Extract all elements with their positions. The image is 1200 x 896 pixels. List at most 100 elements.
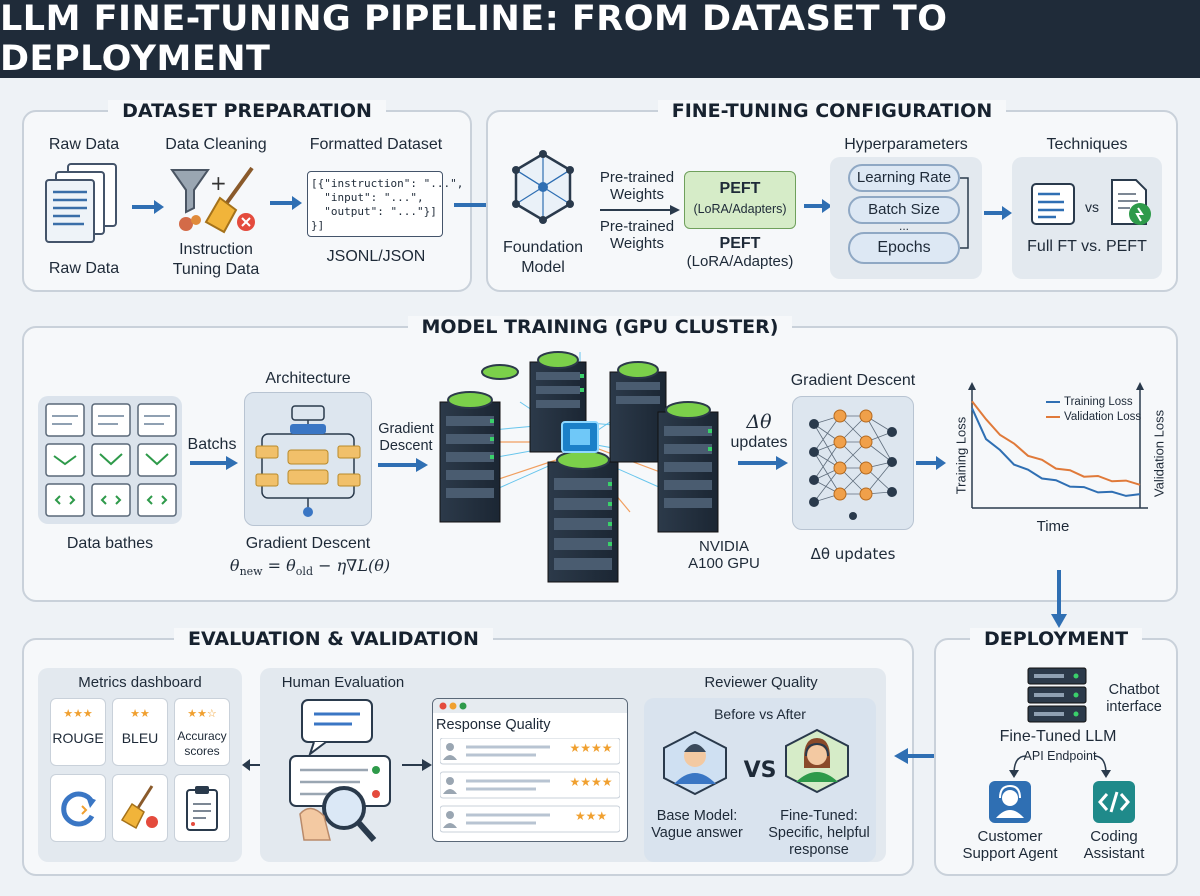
arrow-icon bbox=[984, 206, 1012, 220]
series-line-validation-loss bbox=[971, 400, 1141, 486]
gpu-label-1: NVIDIA bbox=[698, 538, 749, 555]
before-after-title: Before vs After bbox=[714, 706, 806, 722]
gradient-descent-right: Gradient Descent bbox=[790, 372, 916, 389]
arrow-icon bbox=[190, 456, 238, 470]
pretrained-b-2: Weights bbox=[610, 235, 664, 252]
document-stack-icon bbox=[45, 163, 117, 243]
y-axis-arrow-left bbox=[968, 382, 976, 390]
legend-swatch-training bbox=[1046, 400, 1060, 403]
techniques-vs: vs bbox=[1085, 199, 1099, 215]
rouge-label: ROUGE bbox=[52, 730, 104, 746]
coding-label-2: Assistant bbox=[1083, 845, 1145, 862]
loss-chart bbox=[944, 382, 1168, 546]
gpu-cluster-illustration bbox=[439, 351, 719, 583]
base-model-label-2: Vague answer bbox=[651, 825, 743, 841]
bleu-card bbox=[112, 698, 168, 766]
hyperparameters-title: Hyperparameters bbox=[844, 136, 968, 153]
formula-theta: θ bbox=[229, 556, 240, 575]
broom-icon bbox=[120, 785, 158, 830]
arrow-icon bbox=[270, 196, 302, 210]
json-code-block bbox=[307, 171, 443, 237]
fine-tuned-label-1: Fine-Tuned: bbox=[780, 808, 858, 824]
accuracy-stars: ★★☆ bbox=[187, 708, 217, 720]
arrow-icon bbox=[600, 205, 680, 215]
response-stars-1: ★★★★ bbox=[569, 741, 613, 755]
legend-training-label: Training Loss bbox=[1064, 396, 1133, 408]
fine-tuned-llm-label: Fine-Tuned LLM bbox=[999, 728, 1117, 745]
instruction-label-1: Instruction bbox=[179, 241, 253, 258]
filter-broom-icon: + bbox=[170, 166, 255, 234]
pretrained-a-1: Pre-trained bbox=[599, 169, 675, 186]
hyper-dots: ... bbox=[898, 219, 909, 233]
server-stack-icon bbox=[1027, 667, 1087, 723]
code-line-1: [{"instruction": "...", bbox=[311, 177, 464, 190]
arrow-icon bbox=[378, 458, 428, 472]
bleu-stars: ★★ bbox=[130, 708, 150, 720]
window-controls-icon bbox=[439, 702, 467, 710]
rouge-stars: ★★★ bbox=[63, 708, 93, 720]
code-icon bbox=[1093, 781, 1135, 823]
peft-title: PEFT bbox=[719, 235, 761, 252]
update-formula: θnew = θold − η∇L(θ) bbox=[222, 556, 398, 578]
arrow-icon bbox=[738, 456, 788, 470]
code-line-4: }] bbox=[311, 219, 325, 232]
code-line-2: "input": "...", bbox=[311, 191, 424, 204]
deployment-panel-title: DEPLOYMENT bbox=[969, 628, 1143, 650]
evaluation-panel-title: EVALUATION & VALIDATION bbox=[174, 628, 493, 650]
neural-network-icon bbox=[809, 409, 897, 520]
reviewer-quality-title: Reviewer Quality bbox=[704, 674, 818, 691]
batch-size-pill: Batch Size bbox=[848, 196, 960, 224]
x-axis-label: Time bbox=[1036, 518, 1070, 535]
header-bar: LLM FINE-TUNING PIPELINE: FROM DATASET T… bbox=[0, 0, 1200, 79]
rouge-card bbox=[50, 698, 106, 766]
techniques-title: Techniques bbox=[1046, 136, 1128, 153]
legend-validation: Validation Loss bbox=[1046, 411, 1156, 423]
gpu-label-2: A100 GPU bbox=[688, 555, 760, 572]
foundation-label-1: Foundation bbox=[502, 239, 584, 256]
y-axis-label-left: Training Loss bbox=[953, 416, 969, 495]
chatbot-label-1: Chatbot bbox=[1108, 682, 1160, 698]
loss-chart-axes bbox=[968, 382, 1148, 509]
learning-rate-pill: Learning Rate bbox=[848, 164, 960, 192]
accuracy-label-2: scores bbox=[184, 744, 220, 758]
refresh-card bbox=[50, 774, 106, 842]
coding-label-1: Coding bbox=[1090, 828, 1138, 845]
gradient-descent-mid-2: Descent bbox=[379, 438, 433, 454]
api-endpoint-label: API Endpoint bbox=[1023, 749, 1097, 763]
architecture-diagram-icon bbox=[255, 405, 361, 517]
accuracy-card bbox=[174, 698, 230, 766]
formula-old: old bbox=[295, 565, 313, 579]
fine-tuned-label-3: response bbox=[789, 842, 849, 858]
bracket-connector bbox=[960, 177, 969, 249]
fine-tuned-avatar bbox=[785, 728, 849, 794]
human-evaluation-title: Human Evaluation bbox=[281, 674, 405, 691]
svg-text:+: + bbox=[210, 171, 227, 195]
batch-windows-icon bbox=[45, 403, 177, 517]
arrow-icon bbox=[402, 759, 432, 771]
response-stars-3: ★★★ bbox=[574, 809, 608, 823]
gradient-descent-left: Gradient Descent bbox=[245, 535, 371, 552]
y-axis-arrow-right bbox=[1136, 382, 1144, 390]
formatted-dataset-label: Formatted Dataset bbox=[309, 136, 443, 153]
delta-theta-label: Δθ bbox=[746, 411, 772, 433]
peft-sub: (LoRA/Adaptes) bbox=[686, 253, 794, 270]
formula-eq: = θ bbox=[262, 556, 296, 575]
legend-swatch-validation bbox=[1046, 415, 1060, 418]
delta-updates-bottom: Δθ updates bbox=[810, 545, 896, 563]
fine-tuned-label-2: Specific, helpful bbox=[768, 825, 870, 841]
support-label-1: Customer bbox=[977, 828, 1043, 845]
loss-chart-series bbox=[971, 400, 1141, 497]
response-stars-2: ★★★★ bbox=[569, 775, 613, 789]
peft-box bbox=[684, 171, 796, 229]
base-model-avatar bbox=[663, 730, 727, 796]
code-line-3: "output": "..."}] bbox=[311, 205, 437, 218]
vs-label: VS bbox=[743, 758, 777, 783]
base-model-label-1: Base Model: bbox=[656, 808, 738, 824]
response-rows-icon bbox=[440, 738, 620, 833]
peft-box-title: PEFT bbox=[719, 180, 761, 197]
support-label-2: Support Agent bbox=[962, 845, 1058, 862]
deployment-panel: DEPLOYMENT bbox=[934, 628, 1178, 876]
response-quality-title: Response Quality bbox=[436, 717, 551, 733]
training-panel-title: MODEL TRAINING (GPU CLUSTER) bbox=[407, 316, 793, 338]
legend-validation-label: Validation Loss bbox=[1064, 411, 1142, 423]
